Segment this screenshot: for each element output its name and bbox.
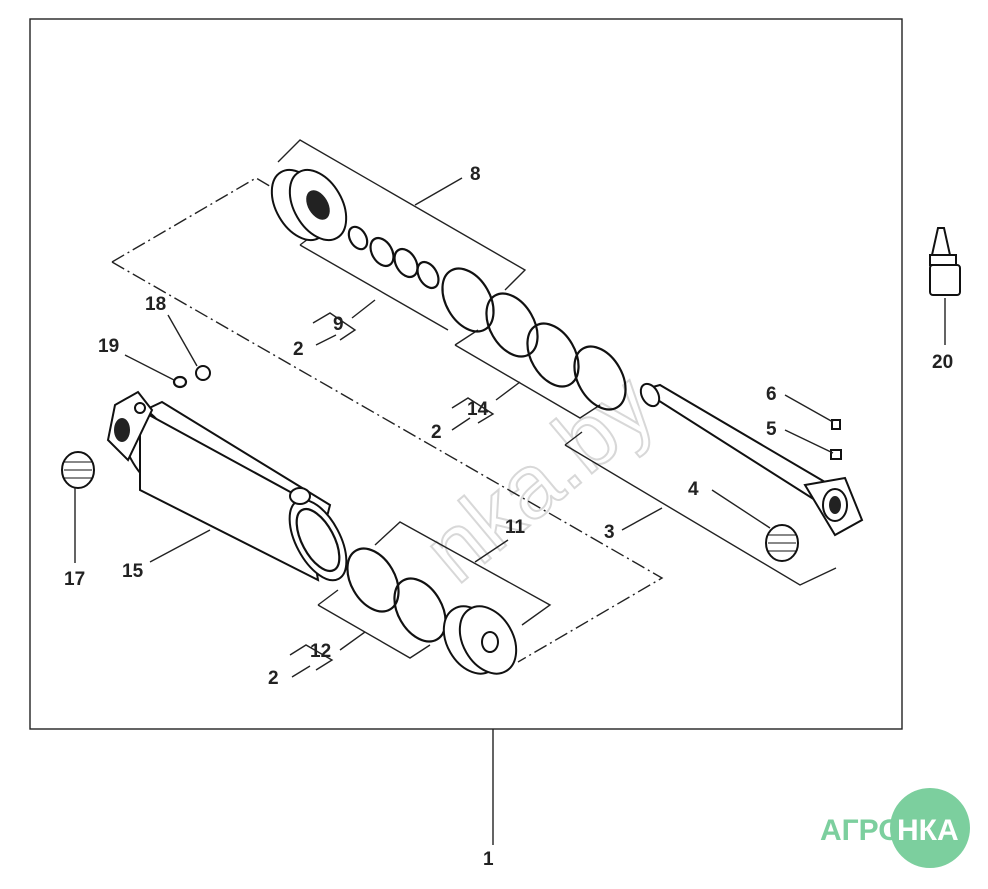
bracket-14-a xyxy=(454,329,479,346)
bracket-11 xyxy=(374,521,552,626)
piston-part xyxy=(270,168,348,242)
label-6: 6 xyxy=(766,384,777,405)
label-19: 19 xyxy=(98,336,119,357)
leader-18 xyxy=(167,314,198,367)
seal-rings-large xyxy=(441,267,627,411)
leader-6 xyxy=(784,394,834,423)
leader-9 xyxy=(351,299,376,319)
bracket-2-14 xyxy=(451,397,495,424)
logo-right-text: НКА xyxy=(897,814,959,847)
label-8: 8 xyxy=(470,164,481,185)
assembly-outline-top xyxy=(111,177,291,263)
bracket-2-12 xyxy=(289,644,334,671)
label-17: 17 xyxy=(64,569,85,590)
leader-15 xyxy=(149,529,211,563)
bracket-3-b xyxy=(564,444,837,586)
bracket-8 xyxy=(277,139,527,291)
bracket-12-a xyxy=(317,589,339,606)
leader-8 xyxy=(414,177,463,206)
label-9: 9 xyxy=(333,314,344,335)
leader-3 xyxy=(621,507,663,531)
label-18: 18 xyxy=(145,294,166,315)
washer-19 xyxy=(172,375,188,389)
label-3: 3 xyxy=(604,522,615,543)
grease-fitting xyxy=(830,419,842,460)
label-14: 14 xyxy=(467,399,489,420)
watermark: nka.by xyxy=(406,355,673,602)
label-4: 4 xyxy=(688,479,699,500)
leader-14 xyxy=(495,381,521,401)
plug-18 xyxy=(195,365,211,381)
leader-5 xyxy=(784,429,834,454)
label-11: 11 xyxy=(505,517,526,538)
leader-2c xyxy=(291,665,311,678)
leader-11 xyxy=(474,539,509,563)
label-15: 15 xyxy=(122,561,144,582)
leader-2a xyxy=(315,334,337,346)
cylinder-barrel xyxy=(106,390,348,582)
label-20: 20 xyxy=(932,352,953,373)
label-12: 12 xyxy=(310,641,331,662)
seal-rings-small xyxy=(347,225,440,290)
diagram-frame xyxy=(29,18,903,730)
leader-4 xyxy=(711,489,771,529)
agronka-logo: АГРО НКА xyxy=(820,788,970,868)
label-2-c: 2 xyxy=(268,668,279,689)
piston-rod xyxy=(639,382,864,537)
label-2-a: 2 xyxy=(293,339,304,360)
label-1: 1 xyxy=(483,849,494,870)
bracket-3-a xyxy=(564,431,583,446)
leader-12 xyxy=(339,631,366,651)
bracket-14-b xyxy=(454,344,601,419)
label-2-b: 2 xyxy=(431,422,442,443)
bracket-9-b xyxy=(299,244,449,331)
logo-left-text: АГРО xyxy=(820,814,902,847)
gland-seals xyxy=(346,547,447,643)
assembly-outline-diagonal xyxy=(111,261,664,663)
adhesive-bottle xyxy=(929,227,961,296)
bushing-17 xyxy=(61,451,95,489)
leader-19 xyxy=(124,354,175,381)
bushing-4 xyxy=(765,524,799,562)
logo-circle xyxy=(890,788,970,868)
bracket-2-9 xyxy=(312,312,357,341)
label-5: 5 xyxy=(766,419,777,440)
leader-2b xyxy=(451,417,471,431)
bracket-12-b xyxy=(317,604,431,659)
gland-part xyxy=(442,605,518,675)
